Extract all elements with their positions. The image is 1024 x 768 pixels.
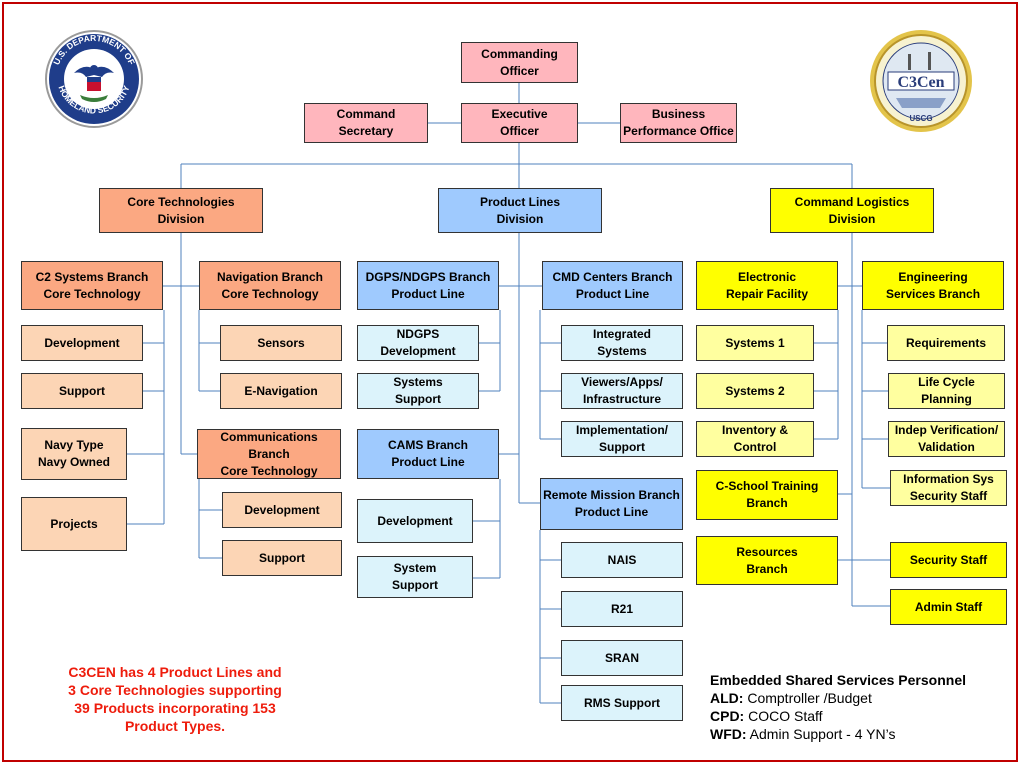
command-secretary-box: Command Secretary [304,103,428,143]
remote-mission-branch-box: Remote Mission Branch Product Line [540,478,683,530]
resources-branch-box: Resources Branch [696,536,838,585]
dhs-seal-icon: U.S. DEPARTMENT OF HOMELAND SECURITY [45,30,143,128]
embedded-title: Embedded Shared Services Personnel [710,672,966,688]
svg-text:C3Cen: C3Cen [897,74,944,91]
sran-box: SRAN [561,640,683,676]
embedded-text: COCO Staff [748,708,823,724]
requirements-box: Requirements [887,325,1005,361]
electronic-repair-facility-box: Electronic Repair Facility [696,261,838,310]
life-cycle-planning-box: Life Cycle Planning [888,373,1005,409]
cams-system-support-box: System Support [357,556,473,598]
security-staff-box: Security Staff [890,542,1007,578]
integrated-systems-box: Integrated Systems [561,325,683,361]
cmd-centers-branch-box: CMD Centers Branch Product Line [542,261,683,310]
indep-verification-validation-box: Indep Verification/ Validation [888,421,1005,457]
c-school-training-branch-box: C-School Training Branch [696,470,838,520]
inventory-control-box: Inventory & Control [696,421,814,457]
c3cen-seal-icon: C3Cen USCG [870,30,972,132]
navigation-branch-box: Navigation Branch Core Technology [199,261,341,310]
sensors-box: Sensors [220,325,342,361]
cams-development-box: Development [357,499,473,543]
commanding-officer-box: Commanding Officer [461,42,578,83]
viewers-apps-infrastructure-box: Viewers/Apps/ Infrastructure [561,373,683,409]
comm-support-box: Support [222,540,342,576]
comm-development-box: Development [222,492,342,528]
implementation-support-box: Implementation/ Support [561,421,683,457]
e-navigation-box: E-Navigation [220,373,342,409]
embedded-shared-services: Embedded Shared Services Personnel ALD: … [710,671,1010,743]
c2-support-box: Support [21,373,143,409]
note-line: 3 Core Technologies supporting [68,682,282,698]
projects-box: Projects [21,497,127,551]
systems-2-box: Systems 2 [696,373,814,409]
embedded-text: Comptroller /Budget [747,690,872,706]
systems-support-box: Systems Support [357,373,479,409]
embedded-label: WFD: [710,726,747,742]
summary-note: C3CEN has 4 Product Lines and 3 Core Tec… [40,663,310,735]
navy-type-navy-owned-box: Navy Type Navy Owned [21,428,127,480]
embedded-label: CPD: [710,708,745,724]
engineering-services-branch-box: Engineering Services Branch [862,261,1004,310]
executive-officer-box: Executive Officer [461,103,578,143]
embedded-label: ALD: [710,690,744,706]
c2-systems-branch-box: C2 Systems Branch Core Technology [21,261,163,310]
nais-box: NAIS [561,542,683,578]
command-logistics-division-box: Command Logistics Division [770,188,934,233]
note-line: C3CEN has 4 Product Lines and [68,664,282,680]
core-technologies-division-box: Core Technologies Division [99,188,263,233]
product-lines-division-box: Product Lines Division [438,188,602,233]
c2-development-box: Development [21,325,143,361]
note-line: Product Types. [124,718,226,734]
admin-staff-box: Admin Staff [890,589,1007,625]
business-performance-office-box: Business Performance Office [620,103,737,143]
svg-text:USCG: USCG [909,114,932,123]
dgps-ndgps-branch-box: DGPS/NDGPS Branch Product Line [357,261,499,310]
information-sys-security-staff-box: Information Sys Security Staff [890,470,1007,506]
cams-branch-box: CAMS Branch Product Line [357,429,499,479]
rms-support-box: RMS Support [561,685,683,721]
communications-branch-box: Communications Branch Core Technology [197,429,341,479]
note-line: 39 Products incorporating 153 [74,700,276,716]
r21-box: R21 [561,591,683,627]
systems-1-box: Systems 1 [696,325,814,361]
embedded-text: Admin Support - 4 YN’s [749,726,896,742]
ndgps-development-box: NDGPS Development [357,325,479,361]
